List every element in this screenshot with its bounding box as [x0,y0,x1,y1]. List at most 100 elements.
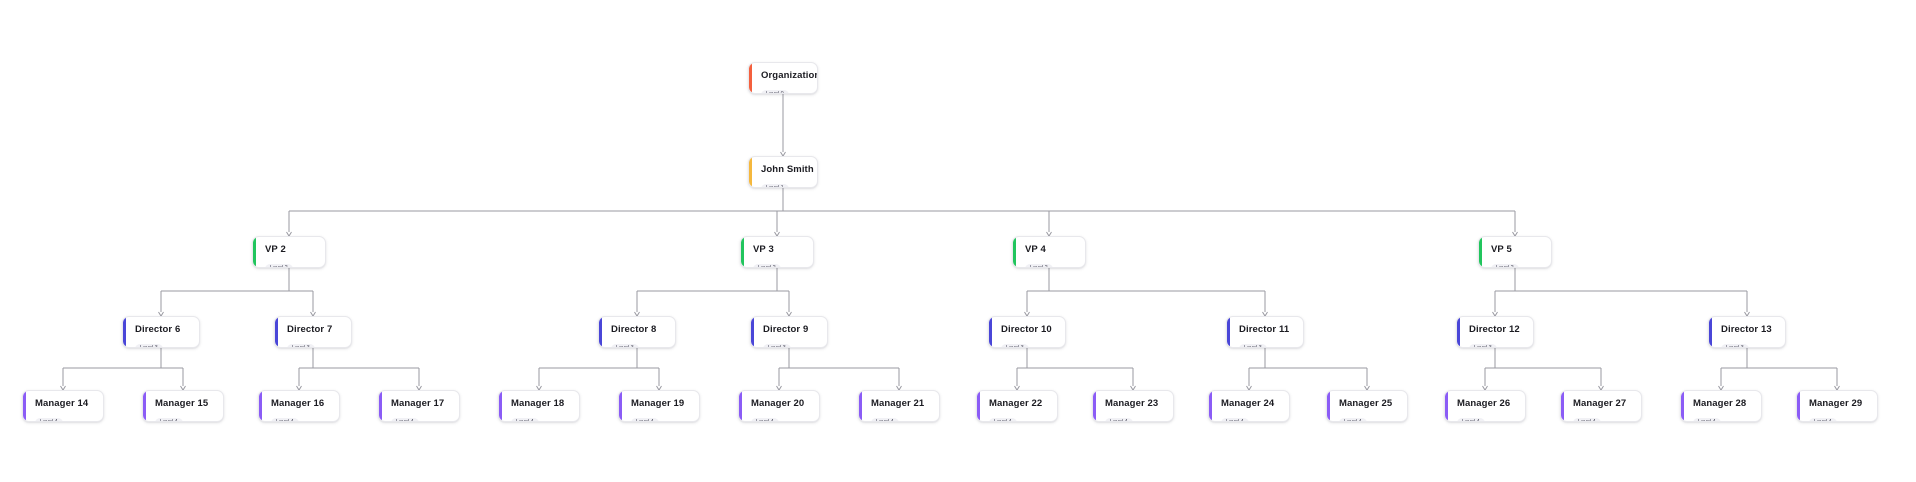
node-title: Manager 23 [1105,398,1159,409]
node-body: Manager 15 Level 4 [143,391,223,421]
node-level-accent-bar [253,237,256,267]
node-title: Manager 28 [1693,398,1747,409]
node-level-badge: Level 3 [1721,343,1749,347]
node-body: Manager 20 Level 4 [739,391,819,421]
node-level-accent-bar [989,317,992,347]
node-level-badge: Level 4 [511,417,539,421]
node-level-badge: Level 4 [1339,417,1367,421]
node-level-accent-bar [1013,237,1016,267]
node-title: Manager 16 [271,398,325,409]
node-level-accent-bar [977,391,980,421]
org-node-n22[interactable]: Manager 22 Level 4 [976,390,1058,422]
org-node-n23[interactable]: Manager 23 Level 4 [1092,390,1174,422]
node-level-accent-bar [1445,391,1448,421]
node-title: Manager 15 [155,398,209,409]
node-level-badge: Level 4 [1105,417,1133,421]
org-node-n9[interactable]: Director 9 Level 3 [750,316,828,348]
node-title: Manager 19 [631,398,685,409]
node-level-badge: Level 4 [989,417,1017,421]
node-level-badge: Level 4 [155,417,183,421]
node-level-accent-bar [1327,391,1330,421]
node-body: Manager 19 Level 4 [619,391,699,421]
node-level-badge: Level 2 [753,263,781,267]
node-level-badge: Level 4 [1221,417,1249,421]
node-level-accent-bar [1797,391,1800,421]
node-level-accent-bar [143,391,146,421]
org-node-n15[interactable]: Manager 15 Level 4 [142,390,224,422]
node-title: Manager 17 [391,398,445,409]
node-level-badge: Level 4 [631,417,659,421]
node-level-accent-bar [1681,391,1684,421]
node-body: Director 9 Level 3 [751,317,827,347]
node-title: Manager 21 [871,398,925,409]
node-title: Director 12 [1469,324,1520,335]
org-node-n28[interactable]: Manager 28 Level 4 [1680,390,1762,422]
node-title: Director 6 [135,324,181,335]
node-title: John Smith [761,164,814,175]
node-level-badge: Level 4 [1693,417,1721,421]
node-title: Director 9 [763,324,809,335]
node-level-accent-bar [123,317,126,347]
node-title: Manager 20 [751,398,805,409]
node-level-badge: Level 3 [763,343,791,347]
org-node-n13[interactable]: Director 13 Level 3 [1708,316,1786,348]
node-level-accent-bar [1227,317,1230,347]
node-title: Director 8 [611,324,657,335]
node-level-accent-bar [619,391,622,421]
node-body: Manager 22 Level 4 [977,391,1057,421]
node-level-badge: Level 4 [1573,417,1601,421]
node-title: Manager 22 [989,398,1043,409]
node-level-badge: Level 4 [1457,417,1485,421]
node-level-badge: Level 2 [1025,263,1053,267]
node-title: Director 13 [1721,324,1772,335]
node-body: Director 13 Level 3 [1709,317,1785,347]
org-node-n19[interactable]: Manager 19 Level 4 [618,390,700,422]
node-level-accent-bar [1209,391,1212,421]
node-title: Manager 29 [1809,398,1863,409]
node-title: Organization [761,70,818,81]
org-node-n20[interactable]: Manager 20 Level 4 [738,390,820,422]
node-level-accent-bar [859,391,862,421]
node-level-accent-bar [599,317,602,347]
node-level-accent-bar [1479,237,1482,267]
node-level-badge: Level 2 [265,263,293,267]
node-title: Director 10 [1001,324,1052,335]
node-level-badge: Level 4 [751,417,779,421]
